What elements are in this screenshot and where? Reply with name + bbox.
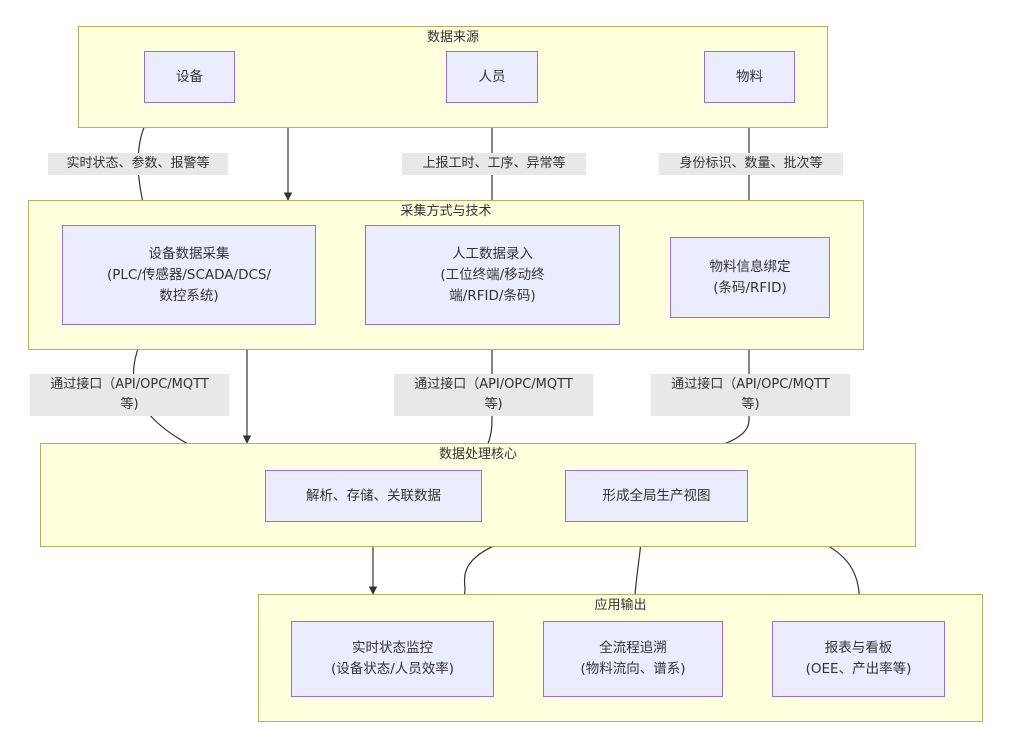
node-device-collection: 设备数据采集 (PLC/传感器/SCADA/DCS/ 数控系统) [62,225,316,325]
edge-label-bind-to-parse-line-1: 通过接口（API/OPC/MQTT [671,377,830,392]
node-global-view: 形成全局生产视图 [565,470,748,522]
edge-label-entry-to-parse-line-2: 等) [484,397,503,412]
edge-label-entry-to-parse-line-1: 通过接口（API/OPC/MQTT [414,377,573,392]
node-manual-entry-line-1: 人工数据录入 [451,245,533,262]
edge-label-person-to-entry: 上报工时、工序、异常等 [402,153,586,175]
node-full-trace-line-2: (物料流向、谱系) [580,661,686,677]
node-person-line: 人员 [478,68,506,85]
node-full-trace-line-1: 全流程追溯 [599,640,667,656]
node-manual-entry-line-3: 端/RFID/条码) [449,287,536,304]
node-realtime-monitor-line-1: 实时状态监控 [352,640,433,656]
node-manual-entry-line-2: (工位终端/移动终 [440,266,545,283]
node-realtime-monitor-line-2: (设备状态/人员效率) [330,661,455,677]
group-application-output-title: 应用输出 [594,598,647,613]
edge-label-collect-to-parse-line-1: 通过接口（API/OPC/MQTT [50,377,209,392]
edge-label-person-to-entry-line: 上报工时、工序、异常等 [422,156,566,171]
edge-label-material-to-bind: 身份标识、数量、批次等 [659,153,843,175]
node-device-collection-line-1: 设备数据采集 [148,245,230,262]
group-collection-methods-title: 采集方式与技术 [400,204,492,219]
node-global-view-line: 形成全局生产视图 [602,487,711,504]
node-device-collection-line-3: 数控系统) [159,287,219,304]
node-material-binding: 物料信息绑定 (条码/RFID) [670,237,830,318]
node-device: 设备 [144,51,235,103]
node-realtime-monitor: 实时状态监控 (设备状态/人员效率) [291,621,494,697]
node-report-board: 报表与看板 (OEE、产出率等) [772,621,945,697]
edge-label-device-to-collect: 实时状态、参数、报警等 [48,153,228,175]
edge-label-collect-to-parse-line-2: 等) [120,397,139,412]
edge-label-bind-to-parse-line-2: 等) [741,397,760,412]
edge-label-device-to-collect-line: 实时状态、参数、报警等 [66,156,210,171]
node-parse-store: 解析、存储、关联数据 [265,470,482,522]
node-person: 人员 [446,51,538,103]
edge-label-bind-to-parse: 通过接口（API/OPC/MQTT 等) [651,374,850,416]
node-report-board-line-1: 报表与看板 [824,640,893,656]
node-report-board-line-2: (OEE、产出率等) [805,661,912,677]
node-device-collection-line-2: (PLC/传感器/SCADA/DCS/ [106,266,272,283]
node-material-line: 物料 [736,68,763,85]
node-parse-store-line: 解析、存储、关联数据 [306,487,441,504]
node-manual-entry: 人工数据录入 (工位终端/移动终 端/RFID/条码) [365,225,620,325]
edge-label-collect-to-parse: 通过接口（API/OPC/MQTT 等) [30,374,229,416]
node-device-line: 设备 [176,68,203,85]
node-material: 物料 [704,51,795,103]
edge-label-material-to-bind-line: 身份标识、数量、批次等 [679,156,823,171]
group-data-source-title: 数据来源 [426,30,479,45]
group-processing-core-title: 数据处理核心 [438,447,517,462]
node-material-binding-line-2: (条码/RFID) [713,279,787,296]
node-material-binding-line-1: 物料信息绑定 [709,258,791,275]
edge-label-entry-to-parse: 通过接口（API/OPC/MQTT 等) [394,374,593,416]
node-full-trace: 全流程追溯 (物料流向、谱系) [543,621,723,697]
